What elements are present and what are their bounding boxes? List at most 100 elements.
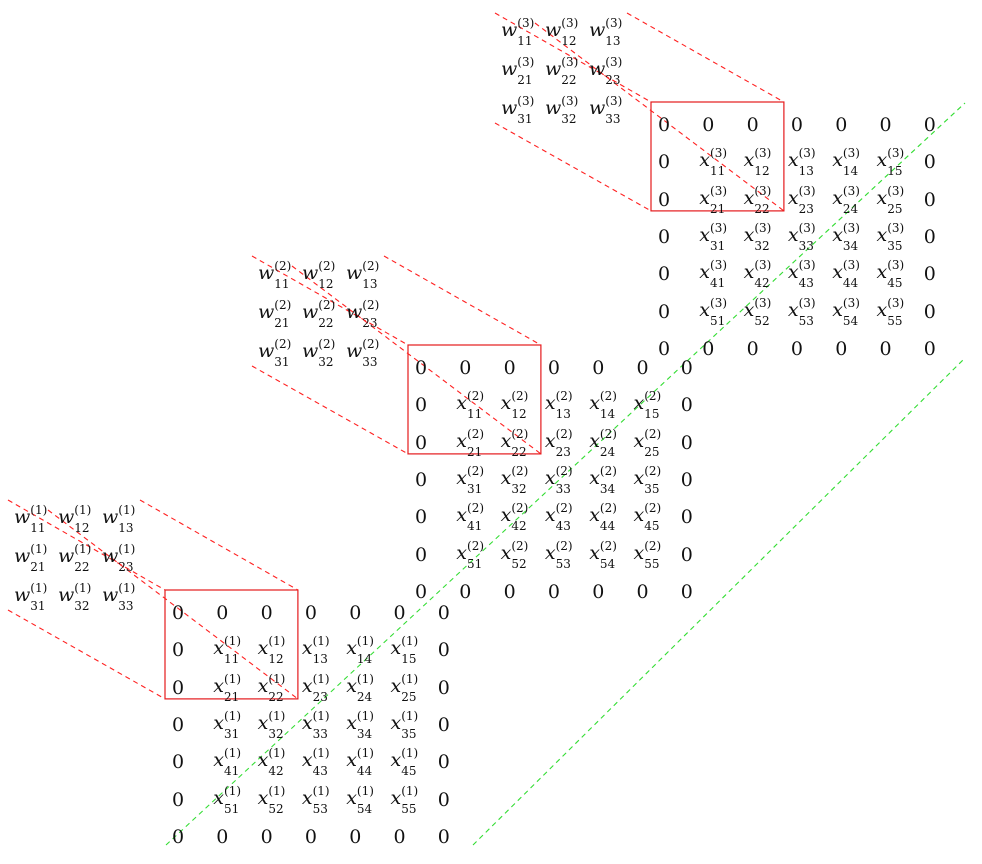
layer-3-input-x55-superscript: (3) xyxy=(887,295,905,310)
layer-3-input-x31: x(3)31 xyxy=(699,222,732,252)
layer-1-input-x11-superscript: (1) xyxy=(224,634,242,649)
layer-3-input-x22-symbol: x xyxy=(743,186,755,209)
layer-3-input-x41: x(3)41 xyxy=(699,259,732,289)
layer-2-input-x22-symbol: x xyxy=(500,429,512,452)
layer-1-input-x21-symbol: x xyxy=(213,674,225,697)
layer-3-input-x43: x(3)43 xyxy=(788,259,821,289)
layer-2-input-x52-subscript: 52 xyxy=(511,556,527,571)
layer-1-pad-zero: 0 xyxy=(437,788,450,811)
layer-3-input-x54-subscript: 54 xyxy=(842,313,859,328)
layer-1-input-x13-superscript: (1) xyxy=(312,634,330,649)
layer-2-kernel-w21-subscript: 21 xyxy=(274,316,290,330)
layer-3-kernel-w22: w(3)22 xyxy=(545,56,583,86)
layer-1-input-x21-superscript: (1) xyxy=(224,671,242,686)
layer-2-input-x11: x(2)11 xyxy=(456,390,489,420)
layer-1-pad-zero: 0 xyxy=(393,825,406,848)
layer-3-input-x25-symbol: x xyxy=(876,186,888,209)
layer-3-input-x45-subscript: 45 xyxy=(887,276,903,291)
channel-line-lower xyxy=(472,357,966,846)
layer-2-kernel-w32-subscript: 32 xyxy=(318,355,334,369)
layer-1-pad-zero: 0 xyxy=(216,825,229,848)
layer-1-kernel-w23-subscript: 23 xyxy=(118,560,134,574)
layer-1-input-x52-symbol: x xyxy=(257,786,269,809)
layer-1-input-x42-symbol: x xyxy=(257,749,269,772)
layer-1-input-x42-superscript: (1) xyxy=(268,746,286,761)
layer-2-input-x54-subscript: 54 xyxy=(599,556,616,571)
layer-2-proj-line-4 xyxy=(291,265,542,455)
layer-2-pad-zero: 0 xyxy=(415,468,428,491)
layer-1-pad-zero: 0 xyxy=(437,602,450,624)
layer-2-input-x15-subscript: 15 xyxy=(644,407,660,422)
layer-2-input-x43: x(2)43 xyxy=(545,502,578,532)
layer-1-input-x52-superscript: (1) xyxy=(268,783,286,798)
layer-2-pad-zero: 0 xyxy=(459,357,472,379)
layer-2-pad-zero: 0 xyxy=(415,506,428,529)
layer-2-input-x25-superscript: (2) xyxy=(644,426,662,441)
layer-2-kernel-w31-symbol: w xyxy=(258,340,275,362)
layer-2-input-x21-subscript: 21 xyxy=(467,444,483,459)
layer-1-input-x45: x(1)45 xyxy=(391,747,424,777)
layer-2-kernel-w32-symbol: w xyxy=(302,340,319,362)
layer-1-pad-zero: 0 xyxy=(172,788,185,811)
layer-1-kernel-w32-superscript: (1) xyxy=(74,581,92,595)
layer-1-kernel-w12-symbol: w xyxy=(58,506,75,528)
layer-2-input-x14-superscript: (2) xyxy=(599,389,617,404)
layer-3-kernel-w33-subscript: 33 xyxy=(605,112,621,126)
layer-3-kernel-w23: w(3)23 xyxy=(589,56,627,86)
layer-1-kernel-w13-subscript: 13 xyxy=(118,521,134,535)
layer-3-input-x15: x(3)15 xyxy=(877,147,910,177)
layer-1-input-x23-subscript: 23 xyxy=(312,689,328,704)
layer-3-input-x24: x(3)24 xyxy=(832,185,865,215)
layer-1-kernel-w32-subscript: 32 xyxy=(74,599,90,613)
layer-3-input-x41-superscript: (3) xyxy=(710,258,728,273)
layer-3-input-x11-superscript: (3) xyxy=(710,146,728,161)
layer-3-input-x23: x(3)23 xyxy=(787,185,821,215)
layer-2-kernel-w12: w(2)12 xyxy=(302,260,340,290)
layer-3-input-x21-subscript: 21 xyxy=(710,201,726,216)
layer-3-input-x24-superscript: (3) xyxy=(842,183,860,198)
layer-1-input-x14-subscript: 14 xyxy=(356,652,373,667)
layer-3-input-x23-symbol: x xyxy=(787,186,799,209)
layer-3-pad-zero: 0 xyxy=(658,263,671,286)
layer-1-kernel-w13: w(1)13 xyxy=(102,504,140,534)
layer-2-input-x42-symbol: x xyxy=(500,504,512,527)
layer-2-pad-zero: 0 xyxy=(680,394,693,417)
layer-1-input-x53-symbol: x xyxy=(301,786,313,809)
layer-3-input-x55-symbol: x xyxy=(876,298,888,321)
layer-3-input-x24-symbol: x xyxy=(832,186,843,209)
layer-3-input-x41-symbol: x xyxy=(699,261,711,284)
layer-1-input-x33-superscript: (1) xyxy=(312,708,330,723)
layer-3-kernel-w21: w(3)21 xyxy=(501,56,539,86)
layer-1-kernel-w11: w(1)11 xyxy=(14,504,52,534)
layer-1-input-x41-symbol: x xyxy=(213,749,225,772)
layer-1-input-x35: x(1)35 xyxy=(391,710,424,740)
layer-1-input-x43-symbol: x xyxy=(301,749,313,772)
layer-2-kernel-w23-symbol: w xyxy=(346,301,363,323)
layer-2-input-x35: x(2)35 xyxy=(634,465,667,495)
layer-3-kernel-w22-superscript: (3) xyxy=(561,55,579,69)
layer-3-input-x22-superscript: (3) xyxy=(754,183,772,198)
layer-2-input-x12-superscript: (2) xyxy=(511,389,529,404)
layer-3-kernel-w33: w(3)33 xyxy=(589,95,627,125)
layer-2-pad-zero: 0 xyxy=(459,580,472,603)
layer-3-input-x11: x(3)11 xyxy=(699,147,732,177)
layer-1-kernel-w11-subscript: 11 xyxy=(30,521,46,535)
layer-2-input-x44: x(2)44 xyxy=(589,502,622,532)
layer-2-input-x15-symbol: x xyxy=(633,392,645,415)
layer-1-kernel-w12-subscript: 12 xyxy=(74,521,90,535)
layer-3-input-x35-symbol: x xyxy=(876,223,888,246)
layer-3-input-x34: x(3)34 xyxy=(832,222,865,252)
layer-3-input-x52-subscript: 52 xyxy=(754,313,770,328)
layer-1-input-x45-superscript: (1) xyxy=(401,746,419,761)
layer-2-input-x41-subscript: 41 xyxy=(467,519,483,534)
layer-1-kernel-w21-subscript: 21 xyxy=(30,560,46,574)
layer-3-input-x31-superscript: (3) xyxy=(710,220,728,235)
layer-2-pad-zero: 0 xyxy=(503,357,516,379)
layer-3-input-x25: x(3)25 xyxy=(876,185,910,215)
layer-1-input-x41: x(1)41 xyxy=(213,747,246,777)
layer-3-pad-zero: 0 xyxy=(702,114,715,136)
layer-3-pad-zero: 0 xyxy=(658,114,671,136)
layer-3-input-x15-superscript: (3) xyxy=(887,146,905,161)
layer-2-pad-zero: 0 xyxy=(636,580,649,603)
